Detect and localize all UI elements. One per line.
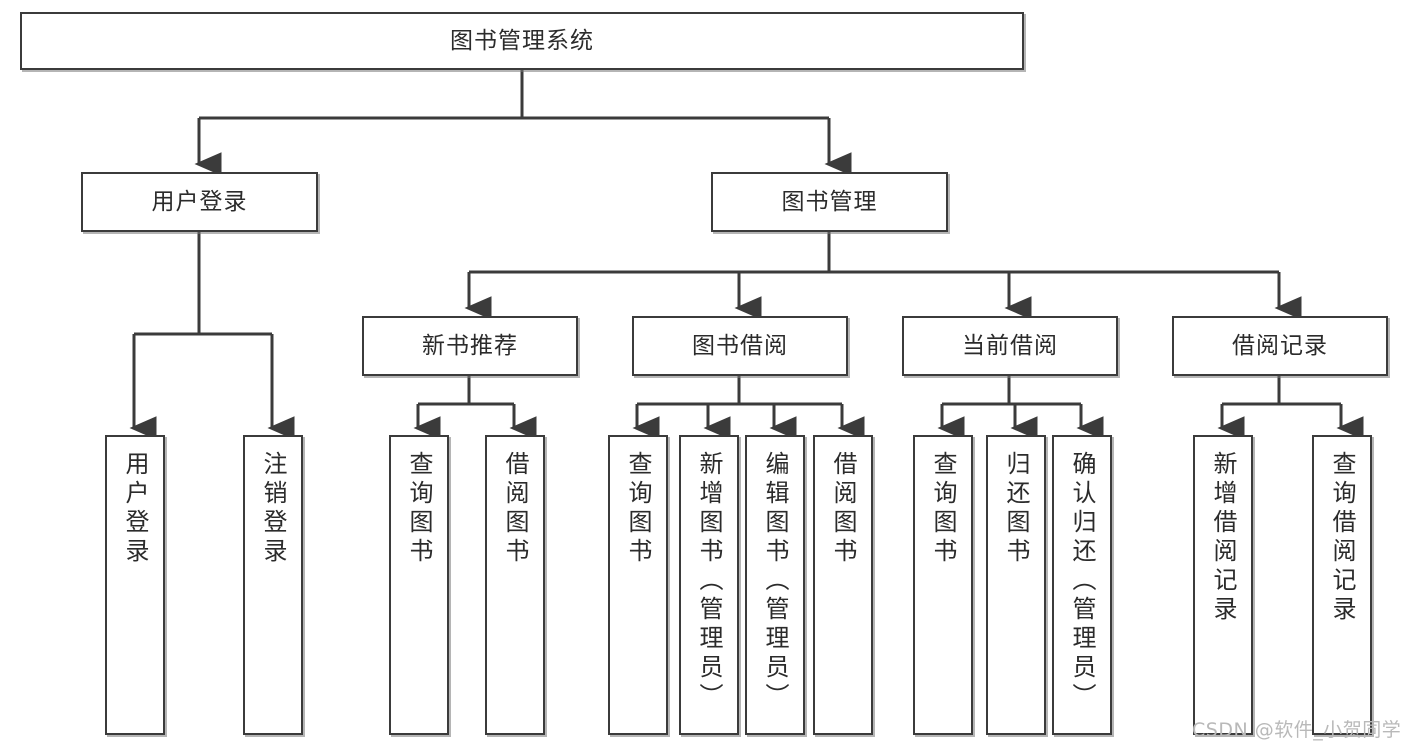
node-leaf-borrow-book-1[interactable]: 借阅图书 <box>485 435 545 735</box>
node-label: 图书借阅 <box>692 332 788 359</box>
node-label: 图书管理 <box>781 188 878 215</box>
node-leaf-edit-book[interactable]: 编辑图书（管理员） <box>745 435 805 735</box>
node-leaf-confirm-return[interactable]: 确认归还（管理员） <box>1052 435 1112 735</box>
node-user-login[interactable]: 用户登录 <box>81 172 318 232</box>
node-label: 借阅图书 <box>829 451 857 567</box>
node-label: 新增借阅记录 <box>1209 451 1237 625</box>
node-borrow-record[interactable]: 借阅记录 <box>1172 316 1388 376</box>
node-current-borrow[interactable]: 当前借阅 <box>902 316 1118 376</box>
node-label: 借阅图书 <box>501 451 529 567</box>
node-book-management-system[interactable]: 图书管理系统 <box>20 12 1024 70</box>
node-leaf-query-book-1[interactable]: 查询图书 <box>389 435 449 735</box>
node-leaf-add-book[interactable]: 新增图书（管理员） <box>679 435 739 735</box>
node-label: 查询图书 <box>929 451 957 567</box>
node-label: 注销登录 <box>259 451 287 567</box>
node-leaf-query-book-3[interactable]: 查询图书 <box>913 435 973 735</box>
node-leaf-borrow-book-2[interactable]: 借阅图书 <box>813 435 873 735</box>
node-label: 图书管理系统 <box>450 27 594 54</box>
node-leaf-user-login[interactable]: 用户登录 <box>105 435 165 735</box>
node-label: 用户登录 <box>121 451 149 567</box>
node-label: 查询图书 <box>405 451 433 567</box>
node-label: 归还图书 <box>1002 451 1030 567</box>
node-new-book-recommend[interactable]: 新书推荐 <box>362 316 578 376</box>
node-leaf-add-borrow-record[interactable]: 新增借阅记录 <box>1193 435 1253 735</box>
node-leaf-return-book[interactable]: 归还图书 <box>986 435 1046 735</box>
node-leaf-query-borrow-record[interactable]: 查询借阅记录 <box>1312 435 1372 735</box>
node-book-manage[interactable]: 图书管理 <box>711 172 948 232</box>
node-book-borrow[interactable]: 图书借阅 <box>632 316 848 376</box>
node-label: 查询借阅记录 <box>1328 451 1356 625</box>
node-leaf-logout[interactable]: 注销登录 <box>243 435 303 735</box>
node-label: 查询图书 <box>624 451 652 567</box>
node-label: 编辑图书（管理员） <box>761 451 789 712</box>
node-label: 借阅记录 <box>1232 332 1328 359</box>
node-leaf-query-book-2[interactable]: 查询图书 <box>608 435 668 735</box>
csdn-watermark: CSDN @软件_小贺同学 <box>1192 719 1402 741</box>
node-label: 当前借阅 <box>962 332 1058 359</box>
node-label: 用户登录 <box>151 188 248 215</box>
node-label: 新书推荐 <box>422 332 518 359</box>
node-label: 新增图书（管理员） <box>695 451 723 712</box>
node-label: 确认归还（管理员） <box>1068 451 1096 712</box>
